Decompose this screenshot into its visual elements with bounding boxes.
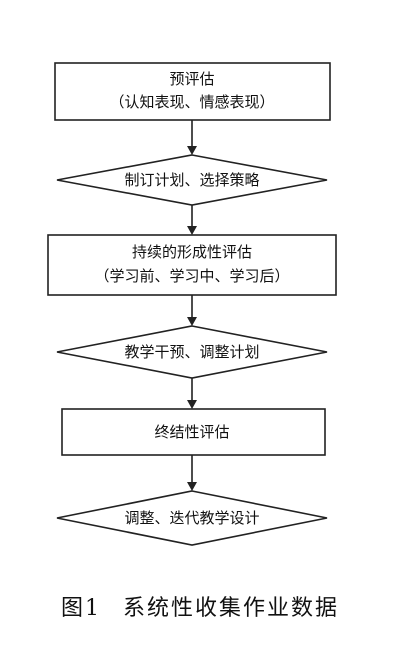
arrow-1 xyxy=(187,120,197,155)
figure-caption: 图1 系统性收集作业数据 xyxy=(0,590,400,622)
node-formative-assessment-line-1: 持续的形成性评估 xyxy=(132,243,252,261)
node-plan-strategy-line-1: 制订计划、选择策略 xyxy=(124,171,259,189)
node-pre-assessment-line-2: （认知表现、情感表现） xyxy=(109,93,274,111)
node-iterate-design-line-1: 调整、迭代教学设计 xyxy=(124,509,259,527)
node-formative-assessment-line-2: （学习前、学习中、学习后） xyxy=(94,267,289,285)
arrow-3 xyxy=(187,295,197,326)
node-formative-assessment: 持续的形成性评估 （学习前、学习中、学习后） xyxy=(47,234,337,296)
figure-label: 图1 xyxy=(60,596,101,621)
figure-title: 系统性收集作业数据 xyxy=(122,596,339,621)
flowchart: 预评估 （认知表现、情感表现） 制订计划、选择策略 持续的形成性评估 （学习前、… xyxy=(47,62,337,546)
node-summative-assessment-line-1: 终结性评估 xyxy=(154,423,229,441)
node-pre-assessment: 预评估 （认知表现、情感表现） xyxy=(54,62,331,121)
arrow-5 xyxy=(187,455,197,491)
node-summative-assessment: 终结性评估 xyxy=(61,408,326,456)
arrow-4 xyxy=(187,378,197,409)
node-iterate-design: 调整、迭代教学设计 xyxy=(56,490,328,546)
node-intervention: 教学干预、调整计划 xyxy=(56,325,328,379)
node-plan-strategy: 制订计划、选择策略 xyxy=(56,154,328,206)
node-pre-assessment-line-1: 预评估 xyxy=(169,70,214,88)
node-intervention-line-1: 教学干预、调整计划 xyxy=(124,343,259,361)
arrow-2 xyxy=(187,205,197,235)
